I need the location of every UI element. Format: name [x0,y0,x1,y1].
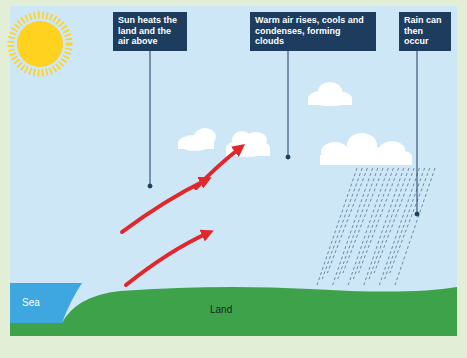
callout-text: Sun heats the land and the air above [118,15,182,47]
rising-air-arrows [122,148,240,285]
rain-streak [374,168,414,273]
rain-streak [333,168,373,285]
sky [10,6,457,336]
rain-streak [390,168,430,273]
land-shape [10,278,457,336]
rain-streak [379,168,419,285]
cloud [308,82,352,106]
cloud [178,128,216,151]
sea-label: Sea [22,297,40,308]
sun [11,15,69,73]
cloud [320,133,412,165]
callout-box: Sun heats the land and the air above [113,12,187,51]
leader-lines [148,50,419,216]
callout-box: Warm air rises, cools and condenses, for… [250,12,376,51]
callout-box: Rain can then occur [399,12,451,51]
rain-streak [317,168,357,285]
clouds [178,82,412,165]
rain-streak [395,168,435,285]
callout-text: Warm air rises, cools and condenses, for… [255,15,371,47]
callout-text: Rain can then occur [404,15,446,47]
land-label: Land [210,304,232,315]
rain-streak [348,168,388,285]
land-area: Land [10,278,457,336]
rain-streak [385,168,425,279]
rain-streak [364,168,404,285]
